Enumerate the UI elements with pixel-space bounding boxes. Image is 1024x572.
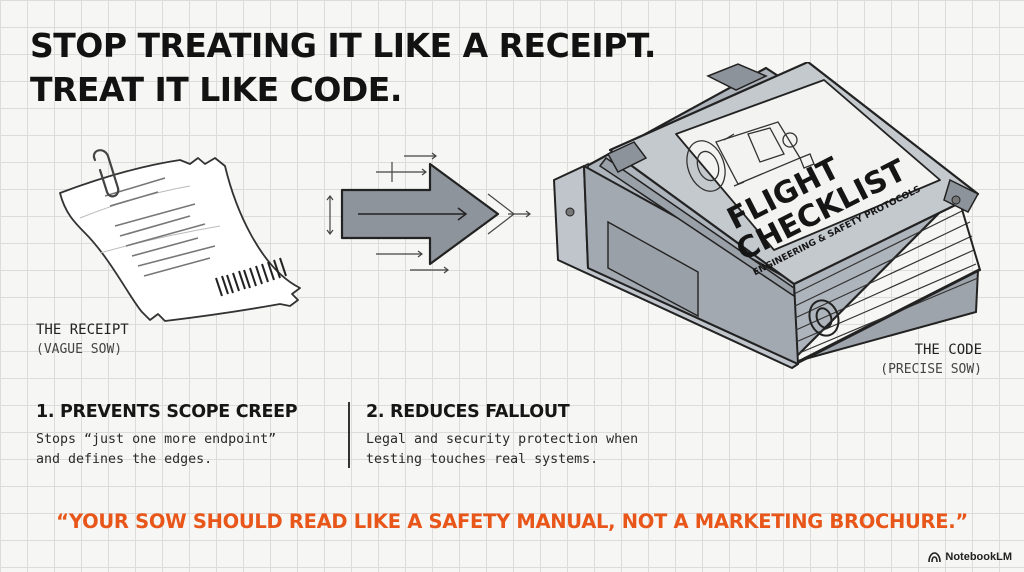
point-2-body: Legal and security protection when testi… bbox=[366, 432, 639, 467]
code-caption: THE CODE (PRECISE SOW) bbox=[880, 340, 982, 380]
point-2-title: 2. REDUCES FALLOUT bbox=[366, 402, 570, 422]
receipt-illustration bbox=[59, 149, 301, 322]
binder-ring-icon bbox=[808, 299, 840, 337]
receipt-sublabel: (VAGUE SOW) bbox=[36, 342, 123, 357]
notebooklm-logo-icon bbox=[928, 551, 942, 562]
code-label: THE CODE bbox=[914, 342, 982, 358]
headline-line-2: TREAT IT LIKE CODE. bbox=[30, 70, 402, 109]
paperclip-icon bbox=[92, 149, 120, 198]
receipt-caption: THE RECEIPT (VAGUE SOW) bbox=[36, 320, 129, 360]
point-scope-creep: 1. PREVENTS SCOPE CREEP Stops “just one … bbox=[36, 402, 336, 470]
transform-arrow-icon bbox=[326, 152, 531, 274]
headline: STOP TREATING IT LIKE A RECEIPT. TREAT I… bbox=[30, 24, 656, 112]
barcode-icon bbox=[215, 257, 287, 297]
point-1-body: Stops “just one more endpoint” and defin… bbox=[36, 432, 277, 467]
receipt-label: THE RECEIPT bbox=[36, 322, 129, 338]
brand-name: NotebookLM bbox=[945, 551, 1012, 563]
pull-quote: “YOUR SOW SHOULD READ LIKE A SAFETY MANU… bbox=[56, 510, 968, 533]
flight-checklist-manual: FLIGHT CHECKLIST ENGINEERING & SAFETY PR… bbox=[553, 62, 982, 369]
code-sublabel: (PRECISE SOW) bbox=[880, 362, 982, 377]
divider bbox=[348, 402, 350, 468]
headline-line-1: STOP TREATING IT LIKE A RECEIPT. bbox=[30, 26, 656, 65]
brand-badge: NotebookLM bbox=[928, 551, 1012, 563]
engine-drawing-icon bbox=[686, 121, 815, 192]
point-reduces-fallout: 2. REDUCES FALLOUT Legal and security pr… bbox=[366, 402, 696, 470]
point-1-title: 1. PREVENTS SCOPE CREEP bbox=[36, 402, 298, 422]
